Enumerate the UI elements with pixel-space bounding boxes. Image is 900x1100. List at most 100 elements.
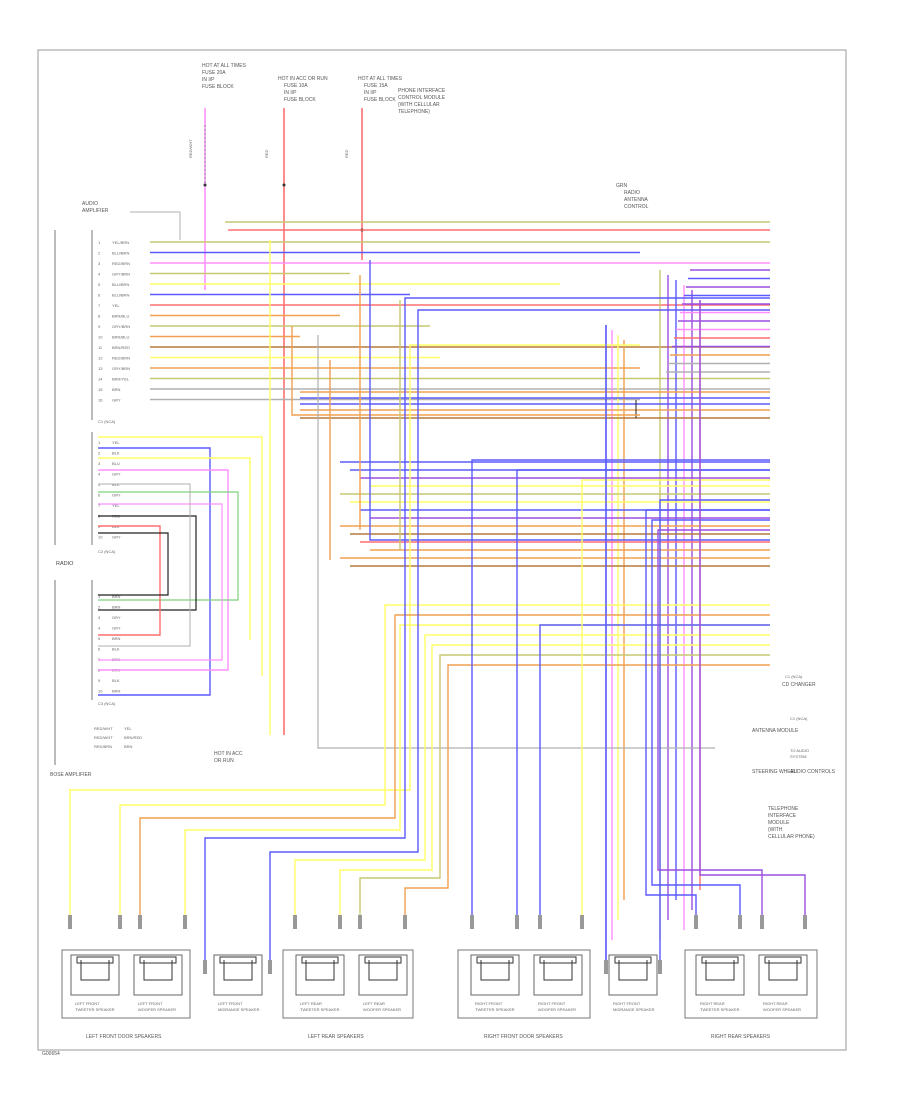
pin-color-label: GRY/BRN <box>112 324 130 329</box>
wire <box>645 509 770 920</box>
fuse-wire-label: RED <box>344 149 349 158</box>
bottom-note: HOT IN ACC <box>214 751 243 757</box>
speaker-magnet-icon <box>219 956 257 964</box>
source-label: FUSE BLOCK <box>284 97 316 103</box>
pin-color-label: YEL <box>112 303 120 308</box>
wire <box>369 260 770 541</box>
speaker-cone-icon <box>368 960 398 981</box>
pin-color-label: BRN/BLU <box>112 314 129 319</box>
wire <box>471 459 770 920</box>
pin-number: 2 <box>98 251 101 256</box>
connector-c3: C3 (NCA) <box>98 701 116 706</box>
pin-number: 7 <box>98 503 101 508</box>
speaker-cone-icon <box>768 960 798 981</box>
source-label: FUSE 15A <box>364 83 388 89</box>
pin-number: 4 <box>98 626 101 631</box>
wire-note: RED/WHT <box>94 726 113 731</box>
speaker-label-2: TWEETER SPEAKER <box>75 1007 115 1012</box>
connector-sub: AMPLIFIER <box>82 208 109 214</box>
pin-number: 10 <box>98 535 103 540</box>
wire-note: BRN/RED <box>124 735 142 740</box>
source-label: IN I/P <box>364 90 377 96</box>
speaker-group-box <box>457 949 591 1019</box>
pin-connector <box>403 915 407 929</box>
pin-color-label: RED/BRN <box>112 356 130 361</box>
speaker-magnet-icon <box>76 956 114 964</box>
pin-number: 3 <box>98 261 101 266</box>
pin-number: 3 <box>98 615 101 620</box>
pin-connector <box>604 960 608 974</box>
wire <box>657 529 770 920</box>
speaker-body <box>295 954 345 996</box>
pin-number: 13 <box>98 366 103 371</box>
right-label: RADIO <box>624 190 640 196</box>
pin-connector <box>268 960 272 974</box>
speaker-label-2: WOOFER SPEAKER <box>538 1007 576 1012</box>
source-label: HOT IN ACC OR RUN <box>278 76 328 82</box>
speaker-body <box>533 954 583 996</box>
power-wires <box>203 108 364 735</box>
pin-color-label: GRY/BRN <box>112 366 130 371</box>
source-label: HOT AT ALL TIMES <box>358 76 403 82</box>
speaker-label: LEFT FRONT <box>75 1001 100 1006</box>
wire <box>651 519 770 920</box>
wire <box>339 644 770 920</box>
pin-color-label: BRN/BLU <box>112 335 129 340</box>
pin-number: 11 <box>98 345 103 350</box>
pin-number: 2 <box>98 451 101 456</box>
wire <box>204 297 770 960</box>
pin-color-label: GRY <box>112 535 121 540</box>
pin-number: 10 <box>98 689 103 694</box>
connector-c2: C2 (NCA) <box>98 549 116 554</box>
speaker-label-2: MIDRANGE SPEAKER <box>613 1007 655 1012</box>
wire <box>98 447 211 696</box>
wire <box>98 483 191 647</box>
speaker-body <box>470 954 520 996</box>
speaker-group-box <box>684 949 818 1019</box>
source-label: FUSE 10A <box>284 83 308 89</box>
speaker-label-2: TWEETER SPEAKER <box>300 1007 340 1012</box>
pin-color-label: GRY <box>112 398 121 403</box>
speaker-group-label: RIGHT REAR SPEAKERS <box>711 1034 771 1040</box>
speaker-magnet-icon <box>364 956 402 964</box>
pin-color-label: GRY <box>112 626 121 631</box>
speaker-group-label: RIGHT FRONT DOOR SPEAKERS <box>484 1034 563 1040</box>
bottom-left-notes: RED/WHT YEL RED/WHT BRN/RED RED/BRN BRN … <box>94 726 243 764</box>
speaker-cone-icon <box>705 960 735 981</box>
speaker-label: RIGHT FRONT <box>613 1001 641 1006</box>
pin-color-label: GRY <box>112 615 121 620</box>
pin-number: 1 <box>98 240 101 245</box>
wire <box>139 614 770 920</box>
diagram-border <box>37 49 847 1051</box>
wire-note: YEL <box>124 726 132 731</box>
pin-connector <box>293 915 297 929</box>
pin-number: 3 <box>98 461 101 466</box>
pin-color-label: BRN <box>112 387 121 392</box>
bottom-note: OR RUN <box>214 758 234 764</box>
pin-number: 14 <box>98 377 103 382</box>
speaker-body <box>695 954 745 996</box>
wire-note: RED/WHT <box>94 735 113 740</box>
gnd-note: TO AUDIO <box>790 748 809 753</box>
wire <box>291 326 640 416</box>
radio-label: RADIO <box>56 561 74 567</box>
source-label: IN I/P <box>284 90 297 96</box>
fuse-wire-label: RED/WHT <box>188 139 193 158</box>
speaker-label-2: TWEETER SPEAKER <box>475 1007 515 1012</box>
radio-connector-bars <box>54 230 93 765</box>
source-note: CONTROL MODULE <box>398 95 446 101</box>
wire <box>539 624 770 920</box>
speaker-body <box>358 954 408 996</box>
speaker-group-label: LEFT FRONT DOOR SPEAKERS <box>86 1034 162 1040</box>
pin-connector <box>203 960 207 974</box>
speaker-label: RIGHT FRONT <box>475 1001 503 1006</box>
speaker-cone-icon <box>143 960 173 981</box>
speaker-group-box <box>61 949 191 1019</box>
audio-controls-label: AUDIO CONTROLS <box>790 769 836 775</box>
